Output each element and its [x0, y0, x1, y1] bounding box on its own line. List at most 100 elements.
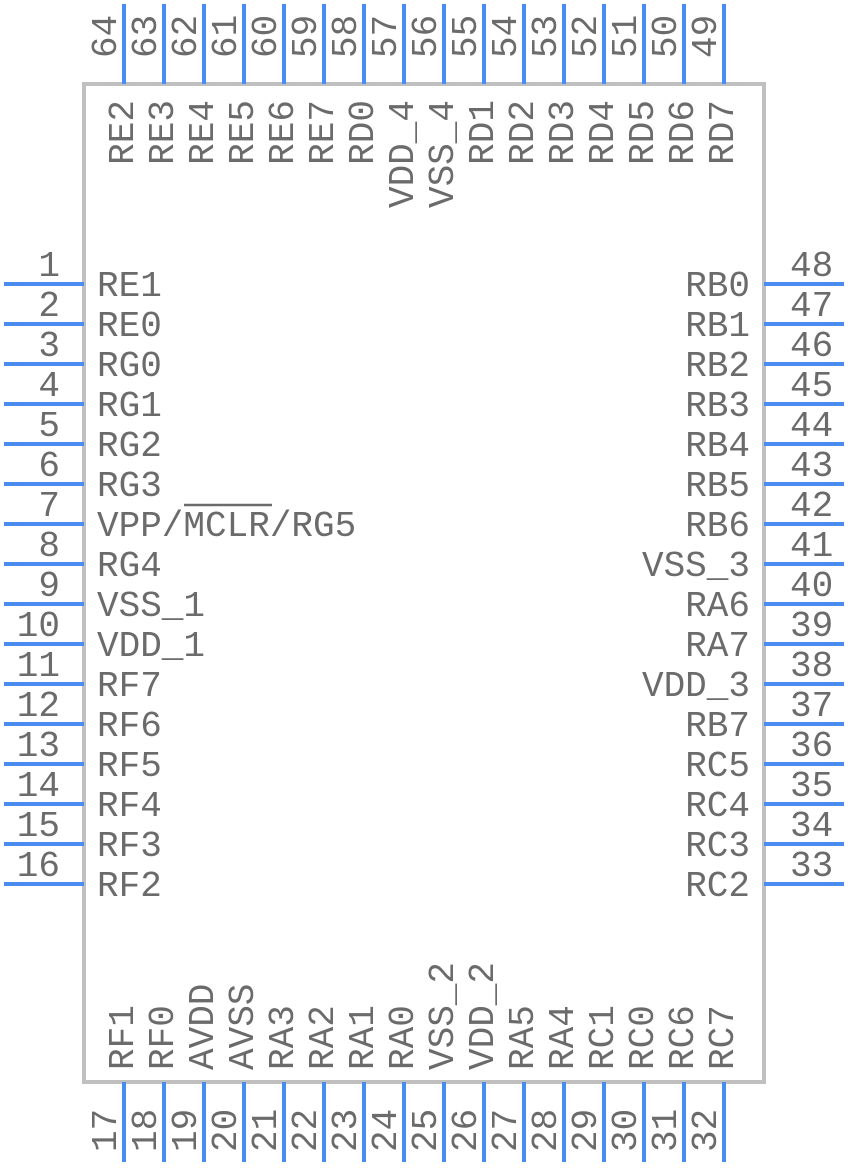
pin-number: 64: [86, 15, 127, 58]
pin-label: RD0: [343, 100, 384, 165]
pin-label: RB7: [685, 706, 750, 747]
pin-label: RB0: [685, 266, 750, 307]
pin-label: VPP/MCLR/RG5: [97, 506, 356, 547]
pin-number: 38: [790, 646, 833, 687]
pin-number: 56: [406, 15, 447, 58]
pin-label: RE4: [183, 100, 224, 165]
pin-number: 58: [326, 15, 367, 58]
pin-label: RG0: [97, 346, 162, 387]
pin-number: 49: [686, 15, 727, 58]
pin-label: RC6: [663, 1005, 704, 1070]
pin-number: 27: [486, 1109, 527, 1152]
pin-number: 48: [790, 246, 833, 287]
pin-label: AVSS: [223, 984, 264, 1070]
pin-number: 28: [526, 1109, 567, 1152]
pin-label: RE6: [263, 100, 304, 165]
pin-label: VSS_2: [423, 962, 464, 1070]
pin-number: 46: [790, 326, 833, 367]
pin-label: RD1: [463, 100, 504, 165]
pin-number: 11: [17, 646, 60, 687]
pin-number: 22: [286, 1109, 327, 1152]
pin-label: VDD_2: [463, 962, 504, 1070]
pin-label: RD4: [583, 100, 624, 165]
pin-label: RG1: [97, 386, 162, 427]
pin-number: 36: [790, 726, 833, 767]
pin-label: RD2: [503, 100, 544, 165]
pin-label: RE1: [97, 266, 162, 307]
pin-number: 8: [38, 526, 60, 567]
pin-label: RD7: [703, 100, 744, 165]
pin-label: RB6: [685, 506, 750, 547]
pin-number: 4: [38, 366, 60, 407]
pin-number: 42: [790, 486, 833, 527]
pin-number: 53: [526, 15, 567, 58]
pin-label: VSS_1: [97, 586, 205, 627]
pin-number: 60: [246, 15, 287, 58]
pin-number: 37: [790, 686, 833, 727]
pin-number: 54: [486, 15, 527, 58]
pin-label: RA2: [303, 1005, 344, 1070]
pin-label: RA3: [263, 1005, 304, 1070]
pin-label: RC0: [623, 1005, 664, 1070]
pin-number: 5: [38, 406, 60, 447]
pin-number: 50: [646, 15, 687, 58]
pin-label: RG2: [97, 426, 162, 467]
pin-number: 24: [366, 1109, 407, 1152]
pin-label: RF4: [97, 786, 162, 827]
pin-number: 2: [38, 286, 60, 327]
pin-number: 33: [790, 846, 833, 887]
pin-label: RD3: [543, 100, 584, 165]
pin-number: 16: [17, 846, 60, 887]
pin-number: 9: [38, 566, 60, 607]
pin-label: RF6: [97, 706, 162, 747]
pin-number: 21: [246, 1109, 287, 1152]
pin-number: 63: [126, 15, 167, 58]
pin-number: 14: [17, 766, 60, 807]
pin-number: 59: [286, 15, 327, 58]
pin-label: RG3: [97, 466, 162, 507]
pin-number: 1: [38, 246, 60, 287]
pin-number: 57: [366, 15, 407, 58]
pin-number: 55: [446, 15, 487, 58]
pin-label: RF3: [97, 826, 162, 867]
pin-number: 61: [206, 15, 247, 58]
pin-number: 10: [17, 606, 60, 647]
pin-number: 20: [206, 1109, 247, 1152]
pin-number: 26: [446, 1109, 487, 1152]
pin-label: RB2: [685, 346, 750, 387]
pin-label: RA4: [543, 1005, 584, 1070]
pin-number: 12: [17, 686, 60, 727]
pin-label: VDD_3: [642, 666, 750, 707]
pin-label: VDD_4: [383, 100, 424, 208]
pin-label: RE5: [223, 100, 264, 165]
pin-label: RB4: [685, 426, 750, 467]
pin-label: RC5: [685, 746, 750, 787]
pin-label: RC4: [685, 786, 750, 827]
pin-label: RF7: [97, 666, 162, 707]
pin-number: 52: [566, 15, 607, 58]
pin-label: RA1: [343, 1005, 384, 1070]
pin-label: RB3: [685, 386, 750, 427]
pin-number: 17: [86, 1109, 127, 1152]
pin-label: RA5: [503, 1005, 544, 1070]
pin-label: VSS_4: [423, 100, 464, 208]
pin-label: RE0: [97, 306, 162, 347]
pin-number: 40: [790, 566, 833, 607]
pin-label: RE3: [143, 100, 184, 165]
pin-label: RD6: [663, 100, 704, 165]
pin-label: RC7: [703, 1005, 744, 1070]
pin-number: 62: [166, 15, 207, 58]
pin-number: 23: [326, 1109, 367, 1152]
pin-number: 18: [126, 1109, 167, 1152]
pin-number: 34: [790, 806, 833, 847]
pin-number: 19: [166, 1109, 207, 1152]
pin-number: 45: [790, 366, 833, 407]
pin-number: 15: [17, 806, 60, 847]
pin-label: RC1: [583, 1005, 624, 1070]
pin-label: RD5: [623, 100, 664, 165]
pin-number: 51: [606, 15, 647, 58]
pin-label: RF2: [97, 866, 162, 907]
pin-number: 44: [790, 406, 833, 447]
